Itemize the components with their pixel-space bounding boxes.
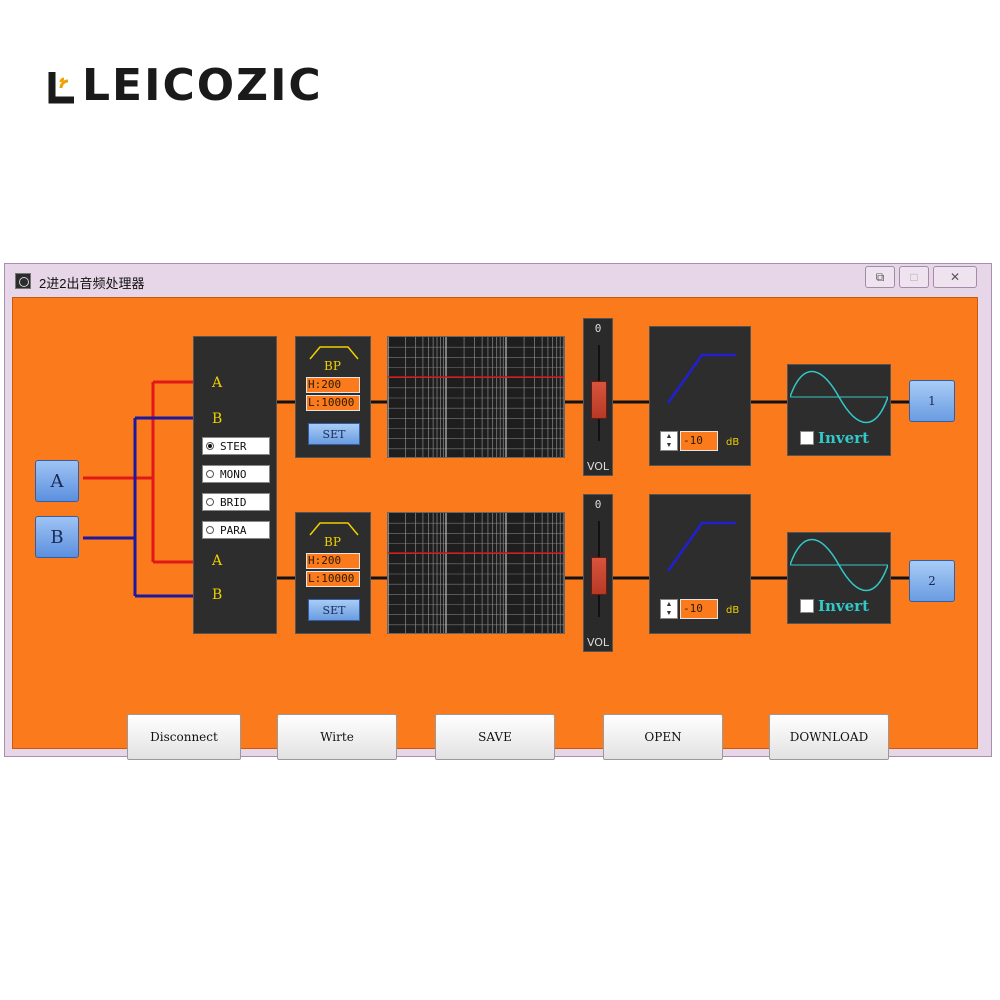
radio-dot-icon bbox=[206, 470, 214, 478]
maximize-button[interactable]: □ bbox=[899, 266, 929, 288]
volume-fader-2[interactable]: 0 VOL bbox=[583, 494, 613, 652]
eq-graph-1[interactable] bbox=[387, 336, 565, 458]
signal-wiring bbox=[83, 380, 909, 598]
write-button[interactable]: Wirte bbox=[277, 714, 397, 760]
routing-matrix: A B STER MONO BRID PARA A B bbox=[193, 336, 277, 634]
volume-fader-1[interactable]: 0 VOL bbox=[583, 318, 613, 476]
mode-para-label: PARA bbox=[220, 523, 247, 537]
high-pass-field[interactable]: H:200 bbox=[306, 377, 360, 393]
high-pass-field[interactable]: H:200 bbox=[306, 553, 360, 569]
output-2-label: 2 bbox=[928, 574, 936, 588]
eq-graph-2[interactable] bbox=[387, 512, 565, 634]
limiter-panel-2: ▲▼ -10 dB bbox=[649, 494, 751, 634]
phase-panel-1: Invert bbox=[787, 364, 891, 456]
output-1-button[interactable]: 1 bbox=[909, 380, 955, 422]
invert-checkbox[interactable] bbox=[800, 431, 814, 445]
fader-max-label: 0 bbox=[594, 498, 602, 511]
eq-grid bbox=[388, 337, 564, 457]
radio-dot-icon bbox=[206, 498, 214, 506]
filter-panel-2: BP H:200 L:10000 SET bbox=[295, 512, 371, 634]
input-b-button[interactable]: B bbox=[35, 516, 79, 558]
mode-mono-radio[interactable]: MONO bbox=[202, 465, 270, 483]
disconnect-button[interactable]: Disconnect bbox=[127, 714, 241, 760]
input-a-label: A bbox=[50, 470, 64, 492]
fader-max-label: 0 bbox=[594, 322, 602, 335]
mode-brid-radio[interactable]: BRID bbox=[202, 493, 270, 511]
radio-dot-icon bbox=[206, 442, 214, 450]
input-a-button[interactable]: A bbox=[35, 460, 79, 502]
matrix-bottom-b: B bbox=[212, 587, 223, 603]
eq-grid bbox=[388, 513, 564, 633]
limiter-unit-label: dB bbox=[726, 605, 740, 616]
download-button[interactable]: DOWNLOAD bbox=[769, 714, 889, 760]
processor-panel: A B A B STER MONO BRID PARA A B BP H:200… bbox=[12, 297, 978, 760]
radio-dot-icon bbox=[206, 526, 214, 534]
close-button[interactable]: ✕ bbox=[933, 266, 977, 288]
mode-para-radio[interactable]: PARA bbox=[202, 521, 270, 539]
brand-signal-icon bbox=[48, 66, 78, 106]
bandpass-icon bbox=[309, 522, 359, 536]
low-pass-field[interactable]: L:10000 bbox=[306, 395, 360, 411]
set-filter-button[interactable]: SET bbox=[308, 599, 360, 621]
app-window: 2进2出音频处理器 ⧉ □ ✕ bbox=[4, 263, 992, 760]
limiter-threshold-field[interactable]: -10 bbox=[680, 599, 718, 619]
fader-vol-label: VOL bbox=[586, 636, 610, 649]
phase-panel-2: Invert bbox=[787, 532, 891, 624]
set-filter-button[interactable]: SET bbox=[308, 423, 360, 445]
title-bar: 2进2出音频处理器 ⧉ □ ✕ bbox=[5, 264, 991, 294]
matrix-top-a: A bbox=[212, 375, 223, 391]
output-1-label: 1 bbox=[928, 394, 936, 408]
app-icon bbox=[15, 273, 31, 289]
mode-ster-radio[interactable]: STER bbox=[202, 437, 270, 455]
matrix-top-b: B bbox=[212, 411, 223, 427]
invert-label: Invert bbox=[818, 597, 870, 615]
mode-ster-label: STER bbox=[220, 439, 247, 453]
invert-label: Invert bbox=[818, 429, 870, 447]
bandpass-icon bbox=[309, 346, 359, 360]
limiter-panel-1: ▲▼ -10 dB bbox=[649, 326, 751, 466]
sine-wave-icon bbox=[790, 370, 888, 424]
limiter-threshold-field[interactable]: -10 bbox=[680, 431, 718, 451]
mode-brid-label: BRID bbox=[220, 495, 247, 509]
restore-icon: ⧉ bbox=[875, 269, 885, 284]
limiter-spin-button[interactable]: ▲▼ bbox=[660, 599, 678, 619]
limiter-unit-label: dB bbox=[726, 437, 740, 448]
filter-type-label: BP bbox=[324, 359, 341, 373]
brand-logo: LEICOZIC bbox=[48, 62, 323, 110]
input-b-label: B bbox=[50, 526, 64, 548]
window-title: 2进2出音频处理器 bbox=[39, 276, 145, 291]
maximize-icon: □ bbox=[910, 270, 918, 284]
open-button[interactable]: OPEN bbox=[603, 714, 723, 760]
invert-checkbox[interactable] bbox=[800, 599, 814, 613]
limiter-curve-icon bbox=[666, 521, 736, 572]
restore-button[interactable]: ⧉ bbox=[865, 266, 895, 288]
fader-knob[interactable] bbox=[591, 556, 607, 595]
matrix-bottom-a: A bbox=[212, 553, 223, 569]
mode-mono-label: MONO bbox=[220, 467, 247, 481]
low-pass-field[interactable]: L:10000 bbox=[306, 571, 360, 587]
filter-panel-1: BP H:200 L:10000 SET bbox=[295, 336, 371, 458]
output-2-button[interactable]: 2 bbox=[909, 560, 955, 602]
fader-knob[interactable] bbox=[591, 380, 607, 419]
fader-vol-label: VOL bbox=[586, 460, 610, 473]
limiter-spin-button[interactable]: ▲▼ bbox=[660, 431, 678, 451]
save-button[interactable]: SAVE bbox=[435, 714, 555, 760]
sine-wave-icon bbox=[790, 538, 888, 592]
close-icon: ✕ bbox=[949, 270, 961, 284]
filter-type-label: BP bbox=[324, 535, 341, 549]
brand-name: LEICOZIC bbox=[82, 60, 323, 111]
limiter-curve-icon bbox=[666, 353, 736, 404]
